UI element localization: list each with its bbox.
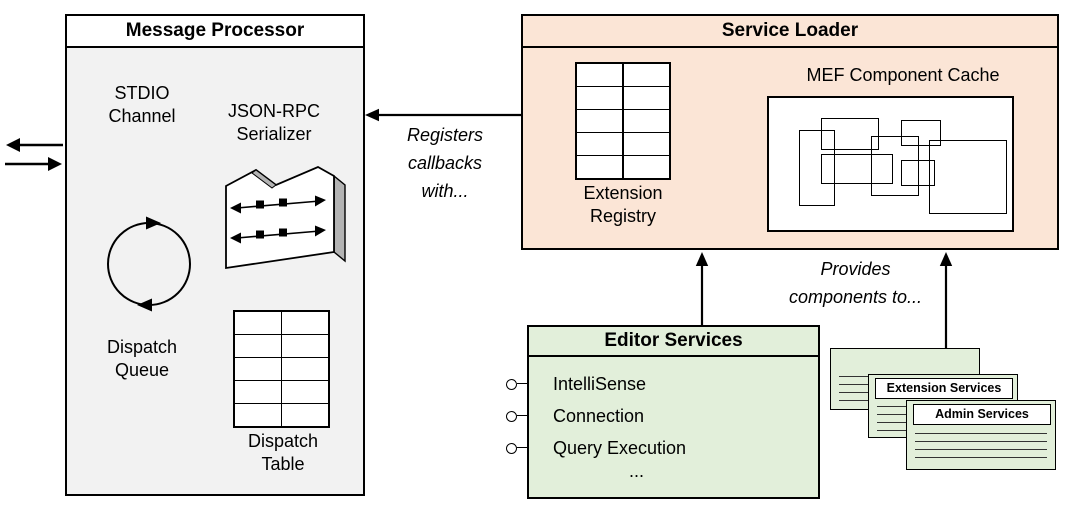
card-text-line — [915, 457, 1047, 458]
provides-components-arrows — [695, 252, 953, 350]
table-cell — [623, 156, 669, 178]
table-cell — [282, 358, 328, 380]
editor-service-more: ... — [529, 459, 818, 483]
editor-services-box: Editor Services IntelliSense Connection … — [506, 325, 820, 499]
table-cell — [577, 110, 623, 132]
card-text-line — [877, 430, 907, 431]
stdio-arrows-icon — [5, 138, 63, 171]
table-cell — [282, 335, 328, 357]
table-cell — [282, 404, 328, 426]
dispatch-table-label: Dispatch Table — [247, 431, 319, 475]
editor-service-label: Connection — [553, 406, 645, 426]
service-loader-box: Service Loader Extension Registry MEF Co… — [521, 14, 1059, 250]
card-text-line — [915, 441, 1047, 442]
editor-service-label: Query Execution — [553, 438, 687, 458]
card-text-line — [839, 384, 871, 385]
dispatch-queue-label: Dispatch Queue — [106, 337, 178, 381]
table-cell — [235, 335, 281, 357]
editor-service-item: Query Execution — [506, 433, 818, 463]
message-processor-title: Message Processor — [67, 16, 363, 48]
editor-service-item: IntelliSense — [506, 369, 818, 399]
table-cell — [235, 404, 281, 426]
mef-cache-label: MEF Component Cache — [806, 65, 1000, 85]
table-cell — [623, 110, 669, 132]
extension-services-title: Extension Services — [875, 378, 1013, 399]
stdio-channel-label: STDIO Channel — [108, 83, 176, 127]
table-cell — [577, 133, 623, 155]
table-cell — [623, 87, 669, 109]
card-text-line — [877, 422, 907, 423]
registers-callbacks-arrow — [365, 108, 523, 122]
cycle-arrows-icon — [107, 216, 191, 312]
extension-registry-icon — [575, 62, 671, 180]
provides-components-annotation: Provides components to... — [788, 259, 923, 307]
component-rect — [821, 118, 879, 150]
json-rpc-serializer-label: JSON-RPC Serializer — [227, 101, 320, 145]
editor-service-item: Connection — [506, 401, 818, 431]
table-cell — [282, 312, 328, 334]
table-cell — [623, 133, 669, 155]
table-cell — [235, 381, 281, 403]
editor-service-label: IntelliSense — [553, 374, 647, 394]
extension-registry-label: Extension Registry — [583, 183, 663, 227]
table-cell — [577, 156, 623, 178]
mef-cache-box — [767, 96, 1014, 232]
editor-service-more-label: ... — [629, 461, 645, 481]
component-rect — [901, 160, 935, 186]
table-cell — [235, 312, 281, 334]
registers-callbacks-annotation: Registers callbacks with... — [406, 125, 484, 201]
component-rect — [799, 130, 835, 206]
component-rect — [821, 154, 893, 184]
component-rect — [901, 120, 941, 146]
card-text-line — [839, 392, 871, 393]
card-text-line — [877, 406, 907, 407]
component-rect — [871, 136, 919, 196]
service-card-admin: Admin Services — [906, 400, 1056, 470]
card-text-line — [839, 400, 871, 401]
component-rect — [929, 140, 1007, 214]
table-cell — [235, 358, 281, 380]
table-cell — [282, 381, 328, 403]
service-loader-title: Service Loader — [523, 16, 1057, 48]
serializer-band-icon — [225, 165, 346, 270]
message-processor-box: Message Processor STDIO Channel JSON-RPC… — [65, 14, 365, 496]
card-text-line — [839, 376, 871, 377]
dispatch-table-icon — [233, 310, 330, 428]
card-text-line — [877, 414, 907, 415]
card-text-line — [915, 449, 1047, 450]
table-cell — [577, 64, 623, 86]
table-cell — [623, 64, 669, 86]
table-cell — [577, 87, 623, 109]
admin-services-title: Admin Services — [913, 404, 1051, 425]
card-text-line — [915, 433, 1047, 434]
editor-services-title: Editor Services — [529, 327, 818, 357]
